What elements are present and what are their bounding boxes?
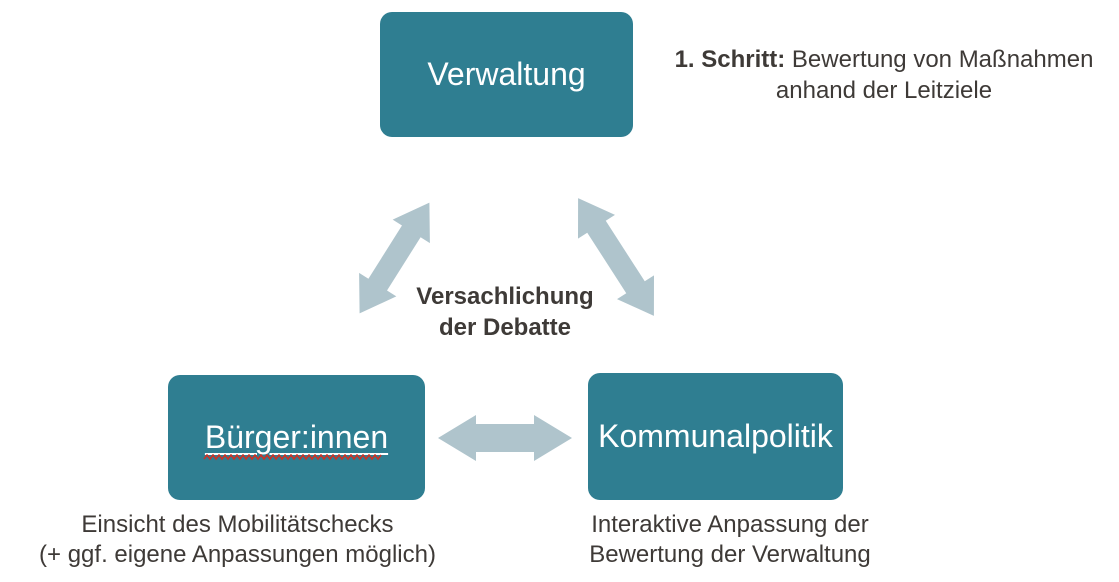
node-kommunalpolitik-label: Kommunalpolitik: [598, 418, 833, 455]
double-arrow-icon: [359, 202, 430, 314]
node-verwaltung-label: Verwaltung: [427, 56, 586, 93]
node-kommunalpolitik: Kommunalpolitik: [588, 373, 843, 500]
center-annotation: Versachlichung der Debatte: [385, 281, 625, 343]
node-buergerinnen-label: Bürger:innen: [203, 419, 389, 461]
node-buergerinnen: Bürger:innen: [168, 375, 425, 500]
buerger-annotation-line2: (+ ggf. eigene Anpassungen möglich): [39, 541, 436, 568]
center-annotation-line2: der Debatte: [438, 314, 572, 341]
double-arrow-icon: [438, 415, 572, 461]
center-annotation-line1: Versachlichung: [416, 283, 594, 310]
step-annotation-line2: anhand der Leitziele: [775, 77, 993, 104]
step-annotation-lead: 1. Schritt:: [674, 46, 786, 73]
node-buergerinnen-text: Bürger:innen: [204, 419, 389, 456]
step-annotation-rest: Bewertung von Maßnahmen: [785, 46, 1094, 73]
node-verwaltung: Verwaltung: [380, 12, 633, 137]
arrow-verwaltung-buergerinnen: [340, 190, 449, 325]
politik-annotation-line2: Bewertung der Verwaltung: [589, 541, 871, 568]
double-arrow-icon: [578, 198, 654, 316]
step-annotation: 1. Schritt: Bewertung von Maßnahmen anha…: [653, 44, 1115, 106]
step-annotation-line1: 1. Schritt: Bewertung von Maßnahmen: [653, 44, 1115, 75]
arrow-buergerinnen-kommunalpolitik: [438, 414, 572, 462]
spellcheck-squiggle-underline: [203, 453, 382, 461]
buerger-annotation-line1: Einsicht des Mobilitätschecks: [81, 511, 394, 538]
buerger-annotation: Einsicht des Mobilitätschecks (+ ggf. ei…: [5, 510, 470, 570]
politik-annotation-line1: Interaktive Anpassung der: [591, 511, 869, 538]
politik-annotation: Interaktive Anpassung der Bewertung der …: [530, 510, 930, 570]
arrow-verwaltung-kommunalpolitik: [559, 186, 674, 329]
